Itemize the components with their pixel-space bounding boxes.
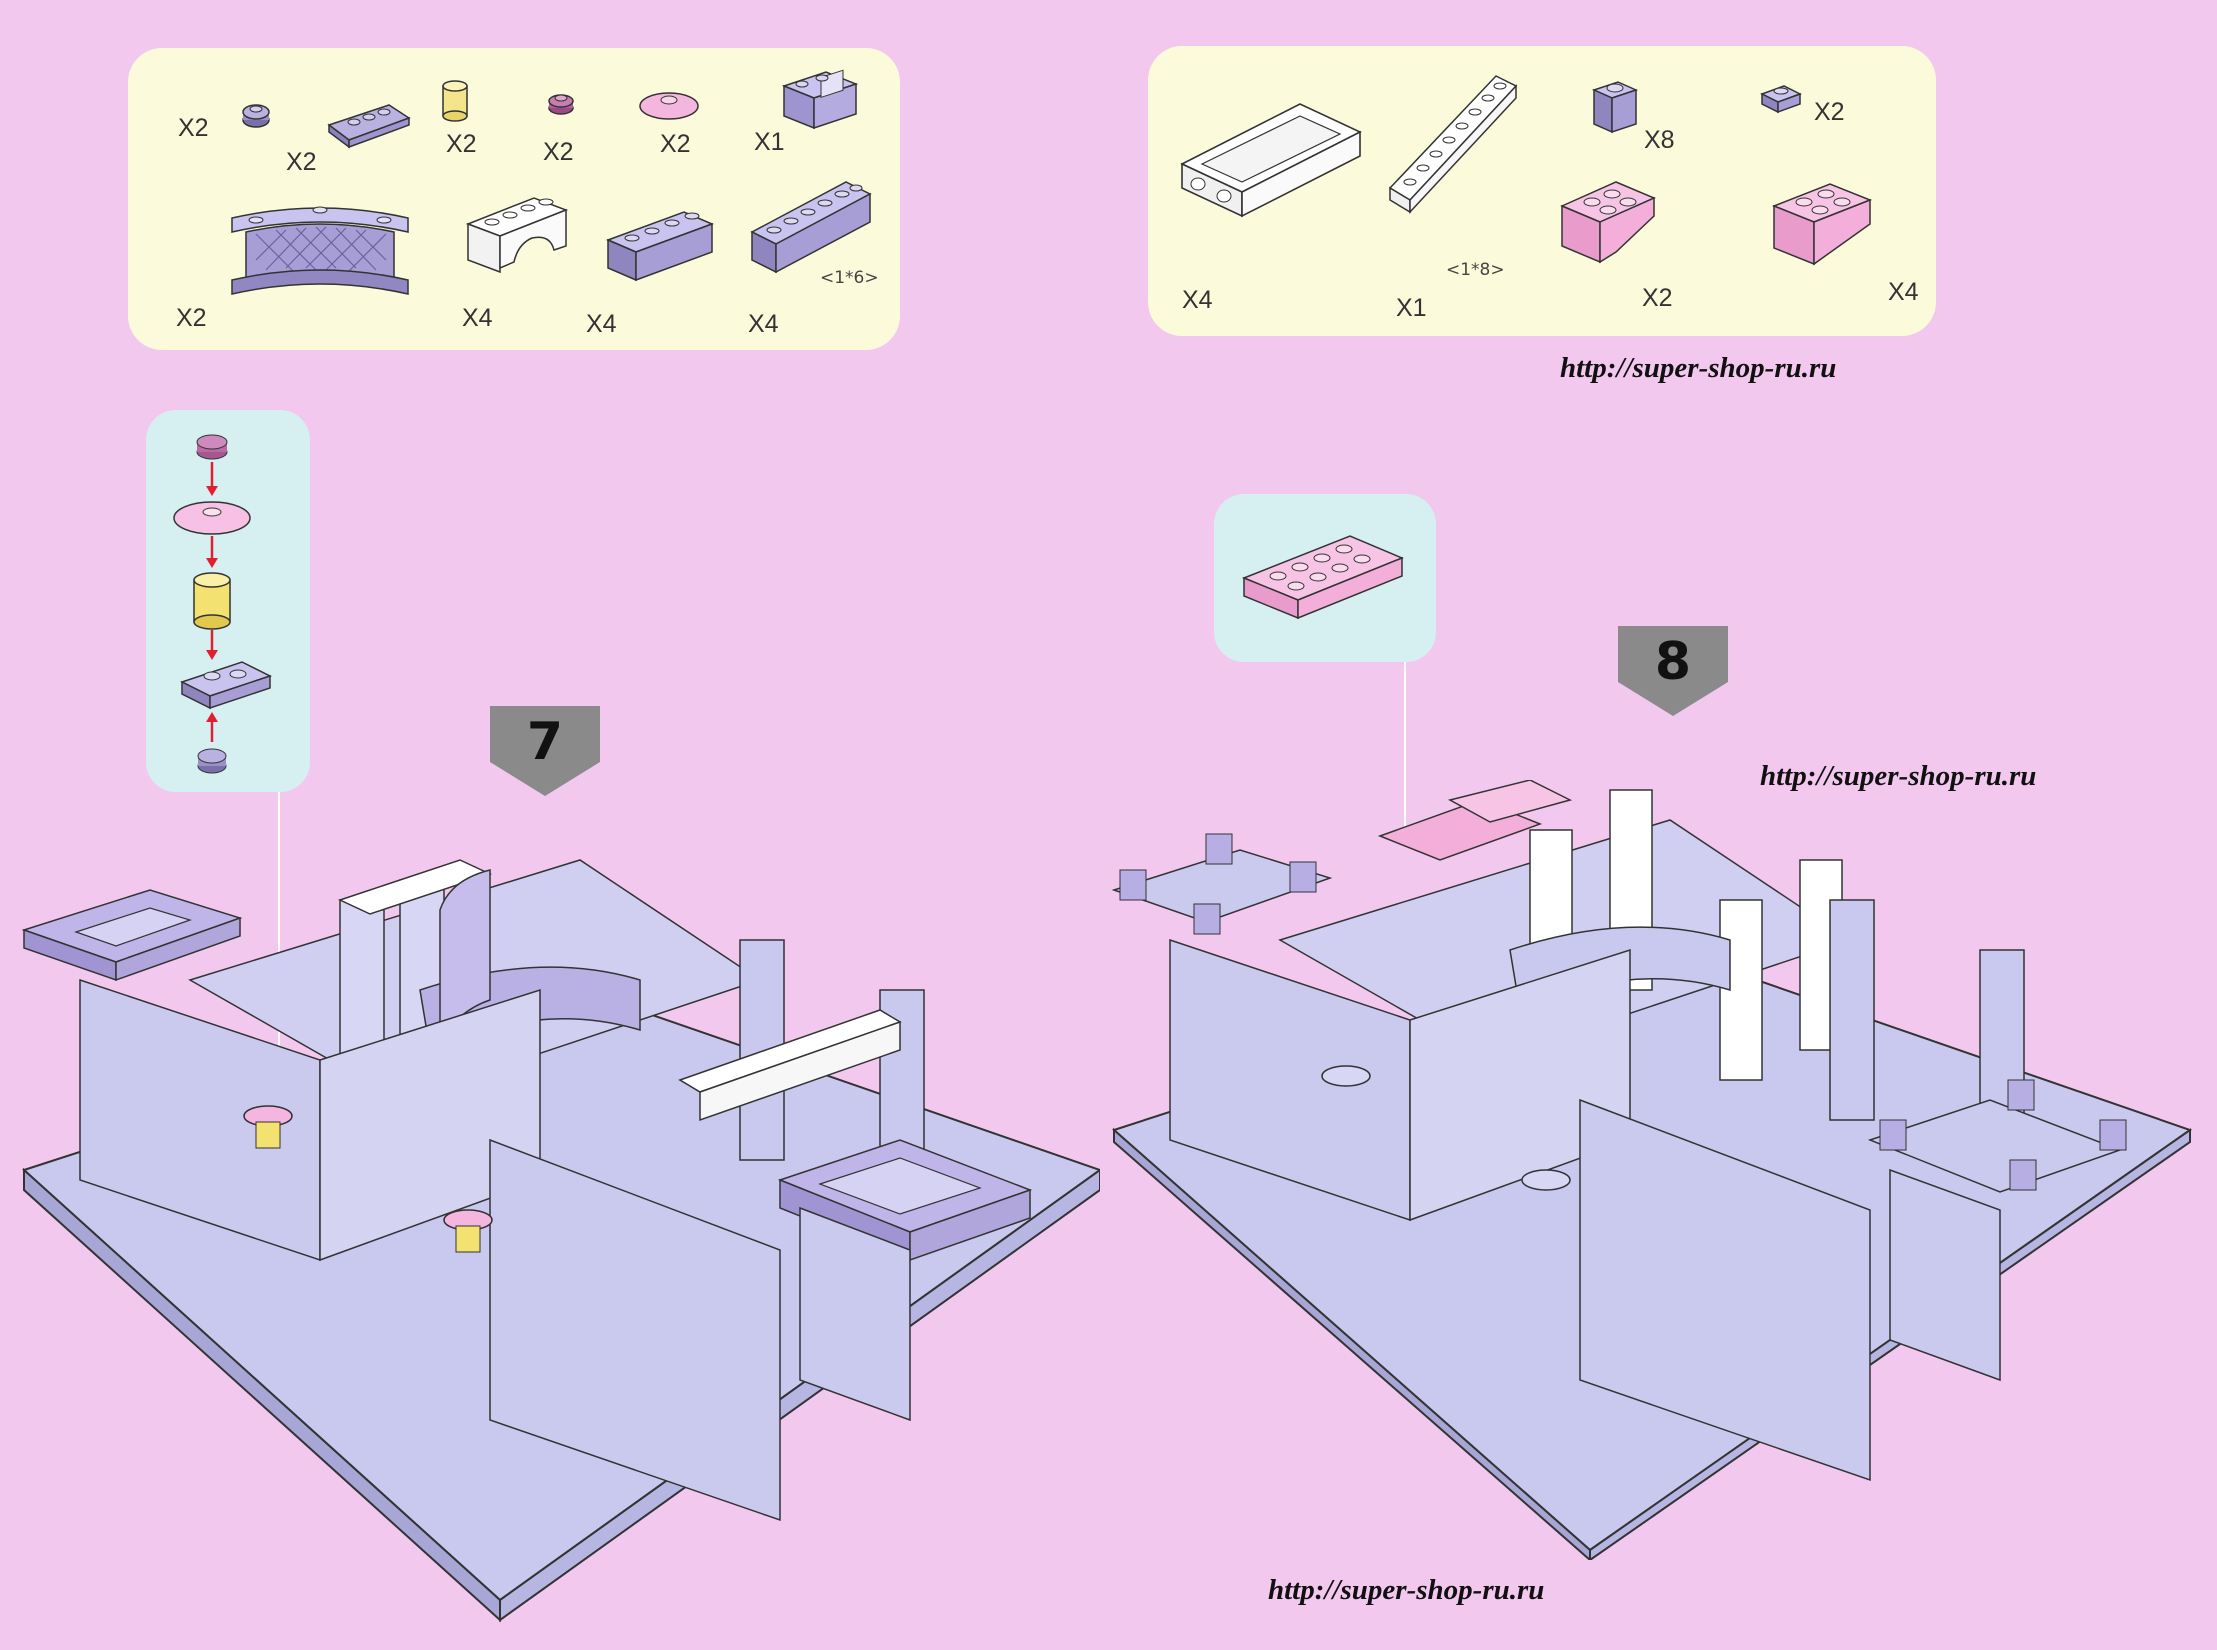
callout-pointer-line [278,792,280,1092]
qty-label: X2 [178,114,209,142]
qty-label: X4 [462,304,493,332]
plate-1x3-icon [327,104,411,149]
qty-label: X4 [1182,286,1213,314]
qty-label: X2 [1642,284,1673,312]
watermark-link[interactable]: http://super-shop-ru.ru [1560,352,1837,384]
parts-panel-right: X4 <1*8> X1 X8 X2 X2 [1148,46,1936,336]
step-number: 8 [1654,632,1692,692]
step-7-castle-model [21,859,1100,1623]
dimension-label: <1*6> [820,268,879,288]
round-brick-icon [442,80,468,122]
tile-frame-icon [1180,103,1362,218]
curved-lattice-panel-icon [231,206,409,295]
round-plate-icon [548,94,574,115]
plate-1x1-icon [1760,85,1802,114]
qty-label: X2 [1814,98,1845,126]
qty-label: X4 [748,310,779,338]
callout-pointer-line [1404,662,1406,830]
qty-label: X8 [1644,126,1675,154]
subassembly-callout-step8 [1214,494,1436,662]
qty-label: X1 [1396,294,1427,322]
qty-label: X2 [446,130,477,158]
brick-1x6-icon [750,181,872,274]
dish-icon [639,92,699,120]
qty-label: X4 [1888,278,1919,306]
qty-label: X2 [286,148,317,176]
slope-inverted-icon [1560,181,1656,264]
qty-label: X2 [176,304,207,332]
subassembly-stack-icon [173,434,272,774]
qty-label: X2 [660,130,691,158]
watermark-link[interactable]: http://super-shop-ru.ru [1268,1574,1545,1606]
slope-inverted-icon [1241,535,1404,620]
dimension-label: <1*8> [1446,260,1505,280]
step-8-marker: 8 [1612,620,1734,720]
step-number: 7 [526,712,564,772]
brick-with-clip-icon [781,69,859,130]
qty-label: X1 [754,128,785,156]
watermark-link[interactable]: http://super-shop-ru.ru [1760,760,2037,792]
slope-icon [1771,183,1873,266]
brick-1x1-icon [1591,81,1639,134]
parts-panel-left: X2 X2 X2 X2 X2 X1 [128,48,900,350]
step-8-castle-model [1111,780,2193,1560]
round-plate-icon [242,104,270,128]
step-7-marker: 7 [484,700,606,800]
qty-label: X2 [543,138,574,166]
subassembly-callout-step7 [146,410,310,792]
qty-label: X4 [586,310,617,338]
plate-1x8-icon [1388,75,1518,214]
brick-1x4-icon [605,211,715,282]
arch-icon [465,197,569,274]
